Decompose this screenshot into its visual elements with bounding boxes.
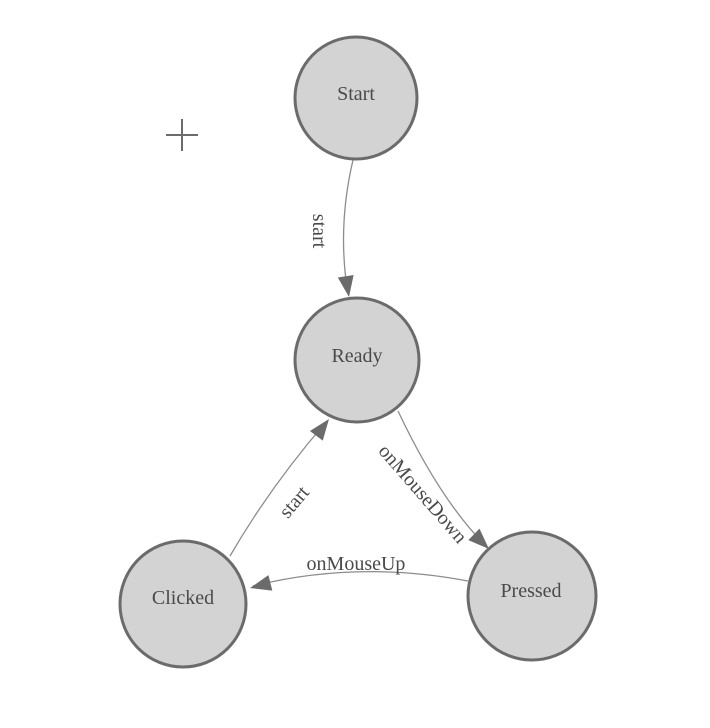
node-label: Ready <box>331 345 382 367</box>
node-circle[interactable] <box>293 35 419 161</box>
state-node-start[interactable]: Start <box>293 35 419 161</box>
arrowhead-icon <box>468 528 489 549</box>
state-node-pressed[interactable]: Pressed <box>466 530 598 662</box>
edge-label: start <box>275 482 314 523</box>
node-label: Clicked <box>152 587 214 609</box>
transition-edge-start-to-ready[interactable]: start <box>308 159 357 298</box>
state-node-clicked[interactable]: Clicked <box>118 539 248 669</box>
node-circle[interactable] <box>466 530 598 662</box>
edge-line[interactable] <box>229 421 327 557</box>
arrowhead-icon <box>250 575 273 591</box>
arrowhead-icon <box>309 419 329 441</box>
transition-edge-ready-to-pressed[interactable]: onMouseDown <box>374 410 495 555</box>
transition-edge-pressed-to-clicked[interactable]: onMouseUp <box>248 553 469 596</box>
node-label: Pressed <box>500 580 561 602</box>
edge-line[interactable] <box>342 159 354 295</box>
node-label: Start <box>337 83 375 105</box>
node-circle[interactable] <box>293 296 421 424</box>
transition-edge-clicked-to-ready[interactable]: start <box>229 414 335 557</box>
edge-label: start <box>308 214 330 249</box>
edge-label: onMouseUp <box>307 553 406 575</box>
edge-line[interactable] <box>252 570 469 587</box>
state-node-ready[interactable]: Ready <box>293 296 421 424</box>
edge-label: onMouseDown <box>374 440 472 548</box>
crosshair-icon <box>166 119 198 151</box>
arrowhead-icon <box>337 275 354 297</box>
node-circle[interactable] <box>118 539 248 669</box>
